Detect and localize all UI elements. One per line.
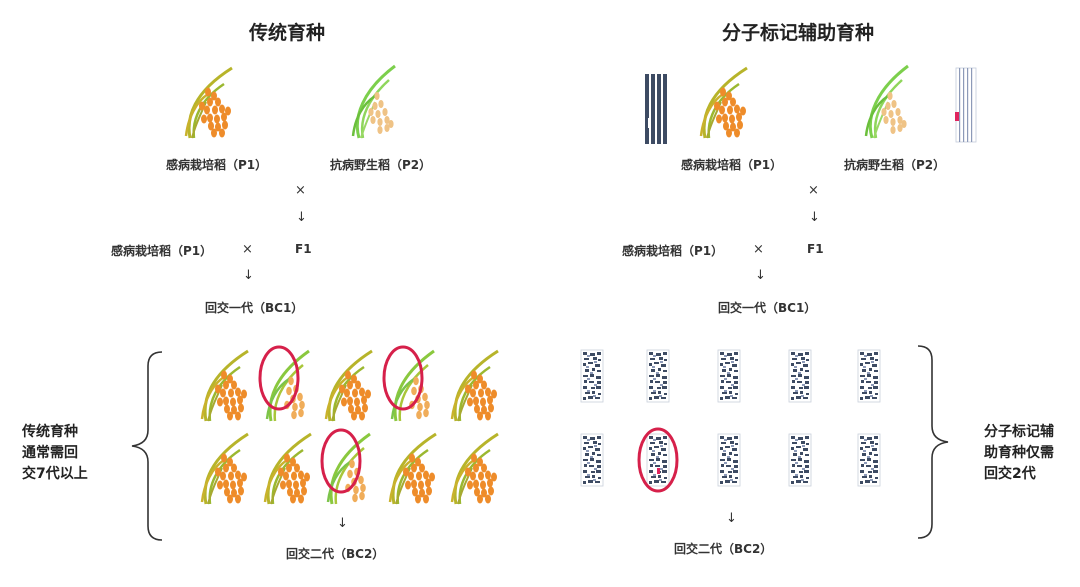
right-bc-cross-symbol: ×	[753, 242, 764, 257]
left-parent1-label: 感病栽培稻（P1）	[166, 156, 267, 173]
left-parent2-label: 抗病野生稻（P2）	[330, 156, 431, 173]
rice-plant-icon	[267, 351, 309, 421]
rice-plant-icon	[390, 434, 436, 504]
rice-plant-icon	[265, 434, 311, 504]
right-brace	[918, 346, 948, 538]
marker-chip-icon	[858, 350, 880, 402]
right-cross-symbol: ×	[808, 183, 819, 198]
left-arrow-1: ↓	[296, 210, 307, 225]
right-side-note: 分子标记辅 助育种仅需 回交2代	[984, 422, 1054, 485]
side-note-line: 通常需回	[22, 443, 88, 464]
marker-chip-icon	[647, 350, 669, 402]
side-note-line: 回交2代	[984, 464, 1054, 485]
marker-chip-icon	[647, 434, 669, 486]
rice-plant-icon	[452, 351, 498, 421]
left-cross-symbol: ×	[295, 183, 306, 198]
rice-p1-icon	[186, 68, 232, 138]
marker-bar-p2-icon	[955, 68, 976, 142]
left-brace	[132, 352, 162, 540]
marker-chip-icon	[789, 350, 811, 402]
right-arrow-2: ↓	[755, 268, 766, 283]
right-parent1-label: 感病栽培稻（P1）	[681, 156, 782, 173]
rice-p1-icon	[701, 68, 747, 138]
rice-plant-icon	[328, 434, 370, 504]
rice-plant-icon	[392, 351, 434, 421]
right-bc-parent-label: 感病栽培稻（P1）	[622, 242, 723, 259]
left-f1-label: F1	[295, 242, 312, 256]
marker-chip-icon	[718, 350, 740, 402]
rice-plant-icon	[202, 351, 248, 421]
side-note-line: 交7代以上	[22, 464, 88, 485]
rice-plant-icon	[452, 434, 498, 504]
right-parent2-label: 抗病野生稻（P2）	[844, 156, 945, 173]
side-note-line: 分子标记辅	[984, 422, 1054, 443]
left-bc1-label: 回交一代（BC1）	[205, 299, 303, 316]
right-bc1-label: 回交一代（BC1）	[718, 299, 816, 316]
marker-chip-icon	[581, 350, 603, 402]
rice-p2-icon	[353, 66, 395, 138]
marker-chip-icon	[718, 434, 740, 486]
right-f1-label: F1	[807, 242, 824, 256]
left-side-note: 传统育种 通常需回 交7代以上	[22, 422, 88, 485]
right-arrow-3: ↓	[726, 511, 737, 526]
right-arrow-1: ↓	[809, 210, 820, 225]
right-bc2-label: 回交二代（BC2）	[674, 540, 772, 557]
rice-p2-icon	[866, 66, 908, 138]
marker-bar-p1-icon	[645, 74, 667, 144]
left-arrow-2: ↓	[243, 268, 254, 283]
marker-chip-icon	[858, 434, 880, 486]
side-note-line: 传统育种	[22, 422, 88, 443]
left-bc2-label: 回交二代（BC2）	[286, 545, 384, 562]
rice-plant-icon	[202, 434, 248, 504]
rice-plant-icon	[326, 351, 372, 421]
marker-chip-icon	[789, 434, 811, 486]
left-arrow-3: ↓	[337, 516, 348, 531]
left-bc-cross-symbol: ×	[242, 242, 253, 257]
side-note-line: 助育种仅需	[984, 443, 1054, 464]
marker-hit-icon	[657, 468, 660, 474]
marker-chip-icon	[581, 434, 603, 486]
left-bc-parent-label: 感病栽培稻（P1）	[111, 242, 212, 259]
